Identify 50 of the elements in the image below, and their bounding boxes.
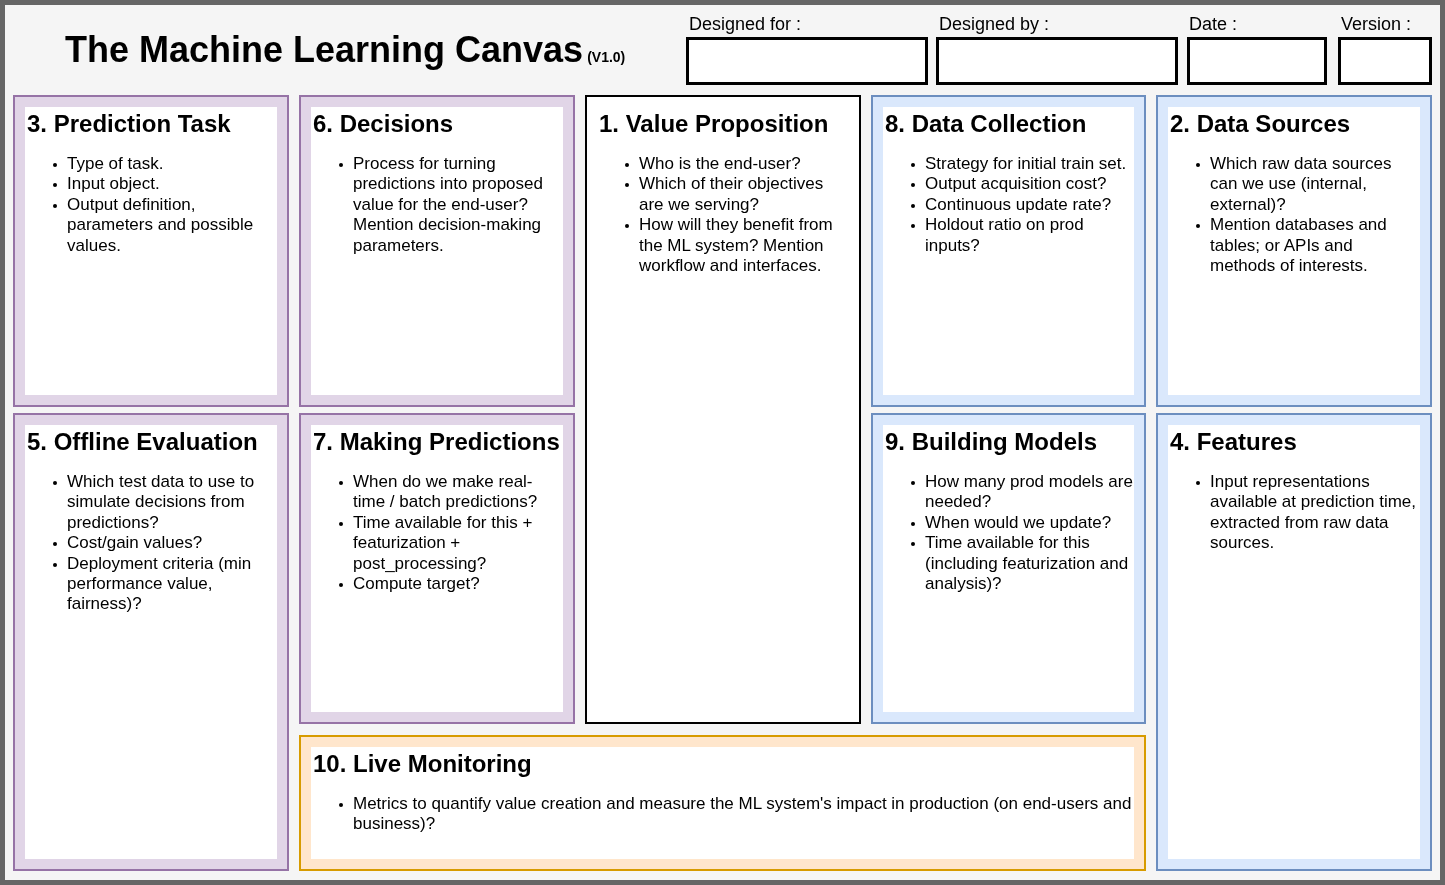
bullet-point: Deployment criteria (min performance value, fairness)? [53, 553, 277, 615]
bullet-point: Holdout ratio on prod inputs? [911, 215, 1134, 257]
bullet-point: Which test data to use to simulate decisions from predictions? [53, 472, 277, 534]
bullet-point: Who is the end-user? [625, 154, 849, 175]
bullet-point: Time available for this (including featurization and analysis)? [911, 533, 1134, 595]
bullet-point: Compute target? [339, 574, 563, 595]
section-panel [13, 95, 289, 407]
section-heading: 3. Prediction Task [27, 110, 232, 138]
section-heading: 6. Decisions [313, 110, 455, 138]
section-panel [871, 413, 1146, 724]
section-heading: 9. Building Models [885, 428, 1098, 456]
bullet-point: How many prod models are needed? [911, 472, 1134, 513]
field-label: Designed for : [689, 14, 802, 35]
section-panel [585, 95, 861, 724]
bullet-point: Time available for this + featurization + post_processing? [339, 512, 563, 575]
section-heading: 1. Value Proposition [599, 110, 830, 138]
field-label: Designed by : [939, 14, 1050, 35]
bullet-point: Type of task. [53, 154, 277, 175]
section-panel [1156, 95, 1432, 407]
bullet-point: Input representations available at prediction time, extracted from raw data sources. [1196, 472, 1420, 554]
bullet-point: Output acquisition cost? [911, 174, 1134, 195]
field-label: Version : [1341, 14, 1412, 35]
bullet-point: Which raw data sources can we use (internal, external)? [1196, 154, 1420, 216]
bullet-point: Metrics to quantify value creation and measure the ML system's impact in production (on end-users and business)? [339, 794, 1134, 835]
section-panel [299, 413, 575, 724]
bullet-point: Strategy for initial train set. [911, 154, 1134, 175]
bullet-point: How will they benefit from the ML system? Mention workflow and interfaces. [625, 215, 849, 277]
section-panel [299, 735, 1146, 871]
section-heading: 5. Offline Evaluation [27, 428, 259, 456]
bullet-point: Mention databases and tables; or APIs and methods of interests. [1196, 215, 1420, 277]
section-panel [13, 413, 289, 871]
section-panel [1156, 413, 1432, 871]
section-panel [871, 95, 1146, 407]
bullet-point: Which of their objectives are we serving? [625, 174, 849, 216]
section-heading: 8. Data Collection [885, 110, 1088, 138]
bullet-point: Continuous update rate? [911, 194, 1134, 216]
bullet-point: Process for turning predictions into proposed value for the end-user? Mention decision-making parameters. [339, 154, 563, 257]
field-label: Date : [1189, 14, 1238, 35]
canvas-title: The Machine Learning Canvas [65, 29, 584, 71]
section-heading: 2. Data Sources [1170, 110, 1352, 138]
section-heading: 7. Making Predictions [313, 428, 561, 456]
section-panel [299, 95, 575, 407]
bullet-point: When do we make real-time / batch predictions? [339, 472, 563, 513]
section-heading: 4. Features [1170, 428, 1298, 456]
section-heading: 10. Live Monitoring [313, 750, 533, 778]
version-tag: (V1.0) [587, 49, 626, 65]
bullet-point: Cost/gain values? [53, 533, 277, 554]
bullet-point: Output definition, parameters and possible values. [53, 194, 277, 257]
bullet-point: When would we update? [911, 512, 1134, 534]
bullet-point: Input object. [53, 174, 277, 195]
